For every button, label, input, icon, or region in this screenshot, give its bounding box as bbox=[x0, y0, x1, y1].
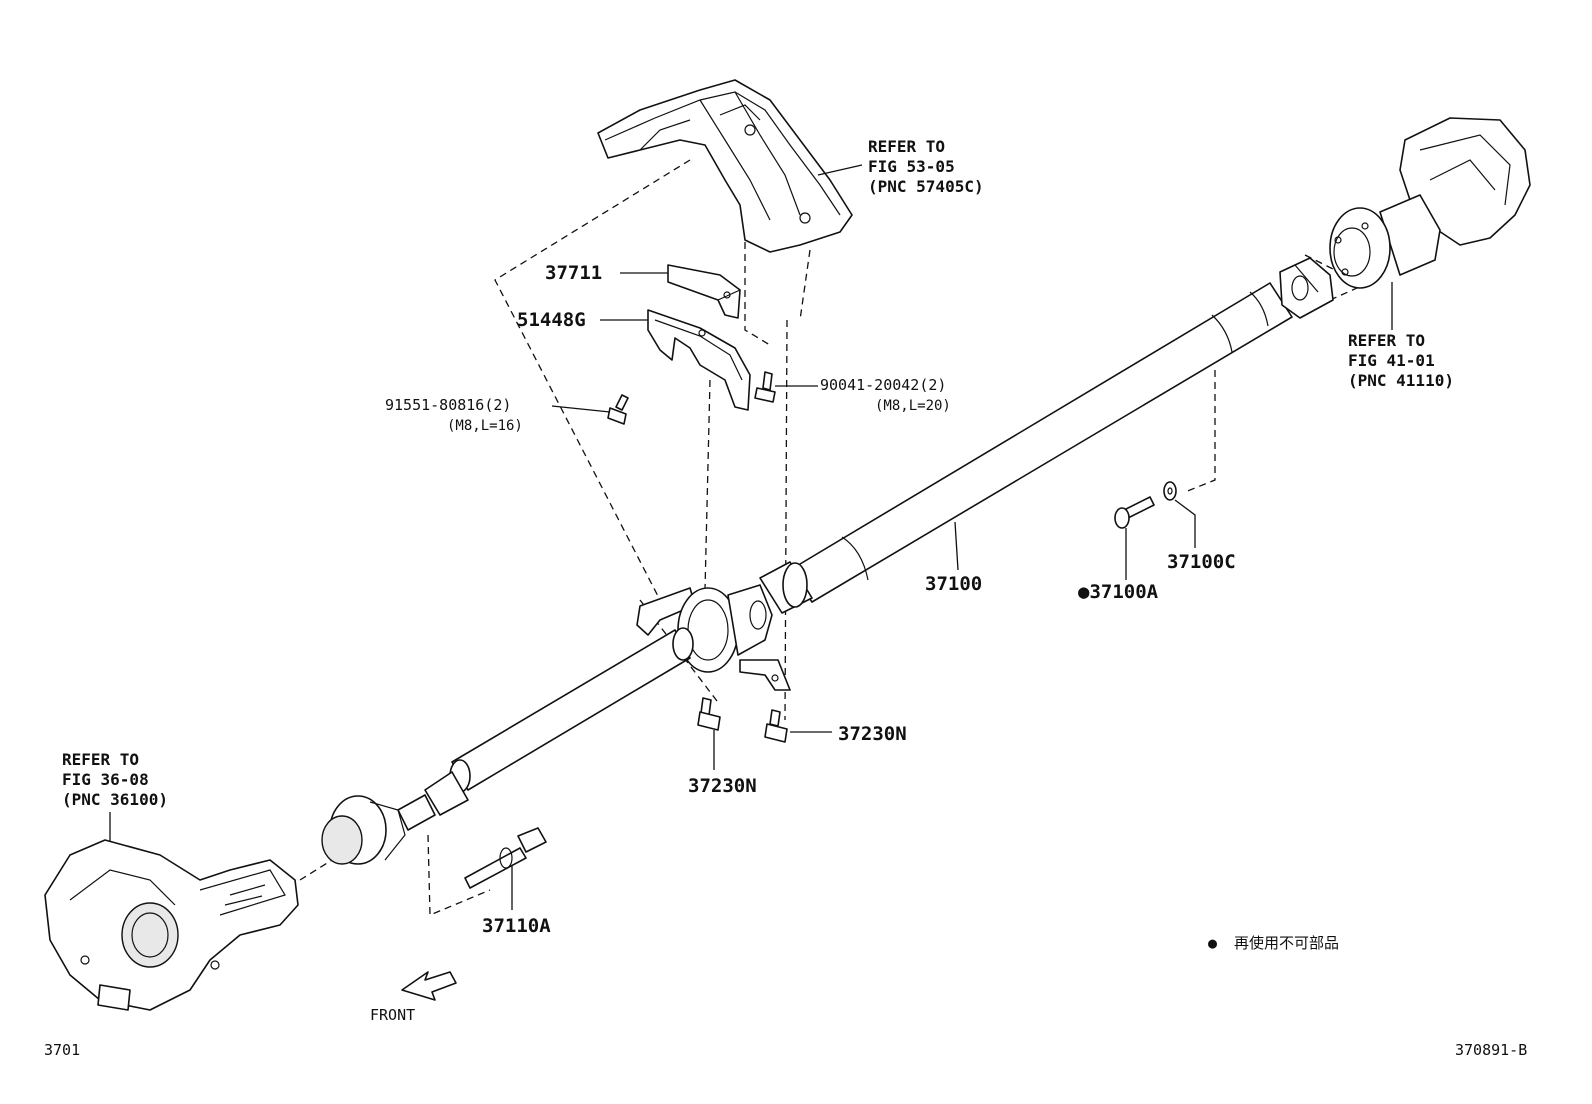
bolt-91551 bbox=[607, 394, 629, 425]
bolt-37100a bbox=[1114, 496, 1155, 529]
heat-insulator bbox=[597, 79, 853, 253]
front-shaft bbox=[321, 627, 694, 865]
legend-text: 再使用不可部品 bbox=[1234, 934, 1339, 952]
label-91551-spec: (M8,L=16) bbox=[447, 418, 523, 434]
legend-symbol: ● bbox=[1208, 934, 1217, 952]
label-37230n-bottom: 37230N bbox=[688, 775, 757, 797]
propeller-shaft-37100 bbox=[759, 257, 1334, 614]
center-support-bearing bbox=[636, 584, 791, 691]
part-labels: REFER TO FIG 53-05 (PNC 57405C) 37711 51… bbox=[44, 137, 1527, 1059]
ref-top-line3: (PNC 57405C) bbox=[868, 177, 984, 196]
label-90041-spec: (M8,L=20) bbox=[875, 398, 951, 414]
ref-right-line2: FIG 41-01 bbox=[1348, 351, 1435, 370]
label-37110a: 37110A bbox=[482, 915, 551, 937]
bolt-90041 bbox=[754, 371, 776, 403]
ref-left-line1: REFER TO bbox=[62, 750, 139, 769]
label-37100a: ●37100A bbox=[1078, 581, 1159, 603]
transfer-case bbox=[44, 839, 299, 1011]
ref-left-line2: FIG 36-08 bbox=[62, 770, 149, 789]
bracket-37711 bbox=[667, 264, 741, 319]
bolt-37230n-right bbox=[764, 709, 788, 743]
label-37230n-right: 37230N bbox=[838, 723, 907, 745]
label-91551: 91551-80816(2) bbox=[385, 396, 511, 414]
label-51448g: 51448G bbox=[517, 309, 586, 331]
front-arrow-icon bbox=[401, 971, 457, 1001]
ref-right-line1: REFER TO bbox=[1348, 331, 1425, 350]
bolt-37230n-left bbox=[697, 697, 721, 731]
ref-top-line1: REFER TO bbox=[868, 137, 945, 156]
label-37100c: 37100C bbox=[1167, 551, 1236, 573]
washer-37100c bbox=[1163, 481, 1177, 501]
label-90041: 90041-20042(2) bbox=[820, 376, 946, 394]
corner-left-code: 3701 bbox=[44, 1041, 80, 1059]
bolt-37110a bbox=[464, 827, 547, 889]
ref-left-line3: (PNC 36100) bbox=[62, 790, 168, 809]
front-label: FRONT bbox=[370, 1006, 415, 1024]
ref-top-line2: FIG 53-05 bbox=[868, 157, 955, 176]
label-37100: 37100 bbox=[925, 573, 982, 595]
corner-right-code: 370891-B bbox=[1455, 1041, 1527, 1059]
insulator-51448g bbox=[647, 309, 751, 411]
ref-right-line3: (PNC 41110) bbox=[1348, 371, 1454, 390]
label-37711: 37711 bbox=[545, 262, 602, 284]
rear-differential bbox=[1329, 117, 1531, 289]
